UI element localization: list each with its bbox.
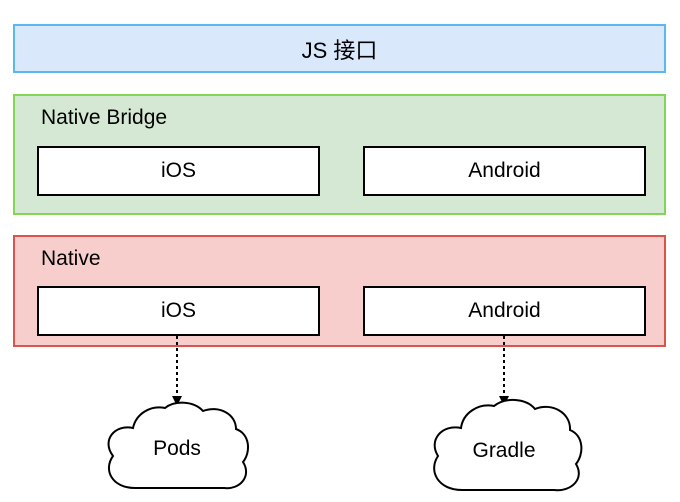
js-interface-label: JS 接口: [301, 37, 378, 63]
bridge-ios-label: iOS: [160, 159, 196, 182]
native-bridge-title: Native Bridge: [41, 106, 168, 129]
native-bridge-layer: Native Bridge iOS Android: [13, 94, 666, 215]
gradle-cloud-icon: [433, 399, 583, 492]
gradle-label: Gradle: [472, 439, 536, 462]
pods-cloud-icon: [107, 401, 249, 490]
bridge-ios-box: iOS: [37, 146, 320, 196]
native-android-box: Android: [363, 286, 646, 336]
pods-label: Pods: [153, 437, 201, 460]
native-ios-label: iOS: [160, 299, 196, 322]
native-title: Native: [41, 247, 101, 270]
native-ios-box: iOS: [37, 286, 320, 336]
bridge-android-label: Android: [468, 159, 541, 182]
native-layer: Native iOS Android: [13, 235, 666, 347]
bridge-android-box: Android: [363, 146, 646, 196]
native-android-label: Android: [468, 299, 541, 322]
js-interface-layer: JS 接口: [13, 24, 666, 73]
